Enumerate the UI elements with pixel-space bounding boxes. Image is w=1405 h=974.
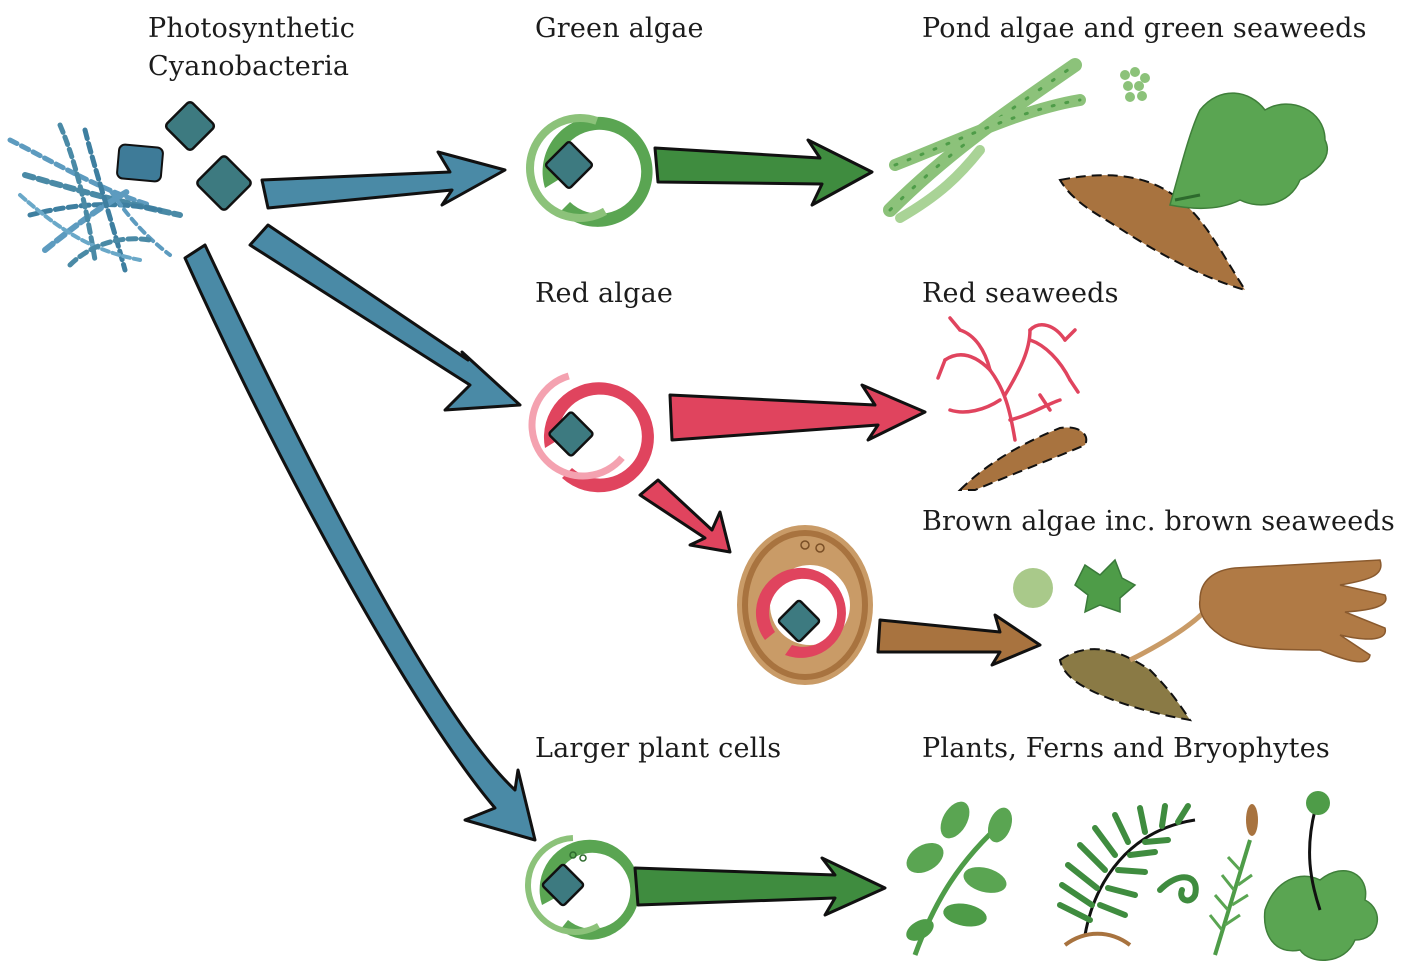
green-algae-cell (512, 100, 653, 237)
brown-algae-cell (737, 525, 873, 685)
label-red-seaweeds: Red seaweeds (922, 275, 1119, 313)
label-brown-algae: Brown algae inc. brown seaweeds (922, 503, 1395, 541)
label-larger-plant-cells: Larger plant cells (535, 730, 781, 768)
label-green-algae: Green algae (535, 10, 704, 48)
label-pond-algae: Pond algae and green seaweeds (922, 10, 1367, 48)
arrow-red-algae-to-red-seaweeds (670, 385, 925, 440)
arrow-green-algae-to-pond (655, 140, 872, 205)
plants-illustration (901, 791, 1377, 960)
arrow-cyano-to-plant-cells (185, 245, 535, 840)
arrow-red-algae-to-brown-algae (640, 480, 730, 552)
label-plants: Plants, Ferns and Bryophytes (922, 730, 1330, 768)
brown-seaweed-illustration (1013, 560, 1386, 720)
cyanobacteria-cells (117, 101, 253, 212)
arrow-brown-algae-to-brown-seaweeds (878, 615, 1040, 665)
red-seaweed-illustration (938, 318, 1086, 490)
arrow-cyano-to-green-algae (262, 152, 505, 208)
label-red-algae: Red algae (535, 275, 673, 313)
label-cyanobacteria-line1: Photosynthetic (148, 10, 355, 48)
red-algae-cell (511, 353, 655, 497)
green-seaweed-illustration (1060, 93, 1327, 290)
arrow-cyano-to-red-algae (250, 225, 520, 410)
label-cyanobacteria-line2: Cyanobacteria (148, 48, 349, 86)
arrow-plant-cells-to-plants (635, 858, 885, 915)
